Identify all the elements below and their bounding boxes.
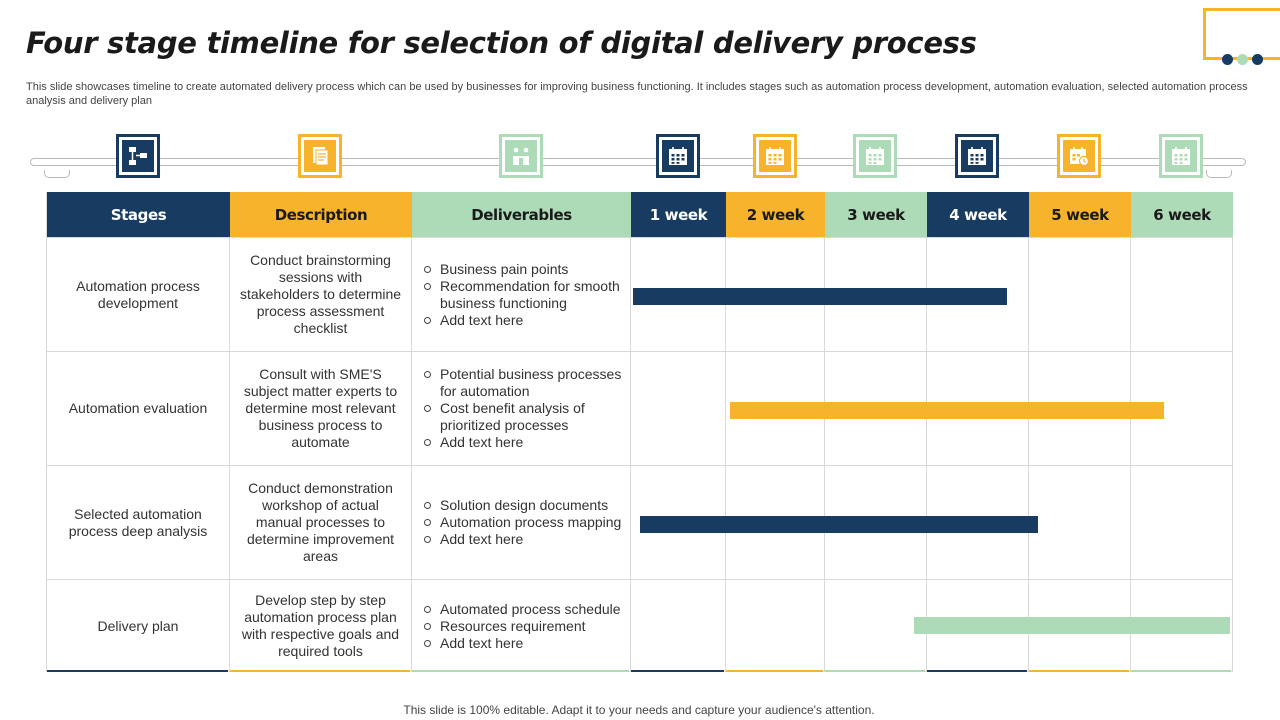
- calendar-icon: [859, 140, 891, 172]
- header-week-3: 3 week: [825, 192, 927, 237]
- corner-dot: [1252, 54, 1263, 65]
- calendar-clock-icon: [1063, 140, 1095, 172]
- week-cell: [726, 579, 825, 672]
- corner-dot: [1237, 54, 1248, 65]
- deliverable-item: Recommendation for smooth business funct…: [424, 278, 624, 312]
- header-stages: Stages: [47, 192, 230, 237]
- deliverable-item: Resources requirement: [424, 618, 621, 635]
- stage-cell: Automation evaluation: [47, 351, 230, 465]
- corner-dot: [1222, 54, 1233, 65]
- column-icon-frame: [1057, 134, 1101, 178]
- week-cell: [1131, 237, 1233, 351]
- deliverable-item: Add text here: [424, 312, 624, 329]
- rail-hook-left: [44, 170, 70, 178]
- deliverable-item: Business pain points: [424, 261, 624, 278]
- calendar-icon: [758, 140, 791, 172]
- column-icon-frame: [498, 134, 543, 178]
- column-icon-frame: [853, 134, 897, 178]
- header-week-6: 6 week: [1131, 192, 1233, 237]
- header-deliverables: Deliverables: [412, 192, 631, 237]
- column-bottom-accent: [631, 670, 724, 672]
- flowchart-icon: [121, 140, 154, 172]
- corner-decoration: [1203, 8, 1280, 60]
- corner-dots: [1222, 54, 1263, 65]
- column-icon-frame: [752, 134, 797, 178]
- deliverable-item: Add text here: [424, 531, 621, 548]
- column-bottom-accent: [825, 670, 925, 672]
- week-cell: [1131, 465, 1233, 579]
- stage-cell: Selected automation process deep analysi…: [47, 465, 230, 579]
- column-icon-frame: [298, 134, 342, 178]
- column-bottom-accent: [927, 670, 1027, 672]
- calendar-icon: [961, 140, 993, 172]
- gantt-bar: [639, 516, 1039, 533]
- gantt-bar: [632, 288, 1007, 305]
- week-cell: [1131, 351, 1233, 465]
- column-icon-frame: [1159, 134, 1203, 178]
- gantt-bar: [913, 616, 1230, 634]
- gantt-bar: [729, 402, 1164, 419]
- calendar-icon: [1165, 140, 1197, 172]
- column-bottom-accent: [1029, 670, 1129, 672]
- page-title: Four stage timeline for selection of dig…: [26, 26, 977, 60]
- week-cell: [631, 579, 726, 672]
- deliverable-item: Automation process mapping: [424, 514, 621, 531]
- meeting-icon: [504, 140, 537, 172]
- deliverable-item: Automated process schedule: [424, 601, 621, 618]
- description-cell: Develop step by step automation process …: [230, 579, 412, 672]
- description-cell: Conduct demonstration workshop of actual…: [230, 465, 412, 579]
- column-icon-frame: [655, 134, 700, 178]
- deliverable-item: Add text here: [424, 434, 624, 451]
- column-bottom-accent: [412, 670, 629, 672]
- header-week-2: 2 week: [726, 192, 825, 237]
- header-description: Description: [230, 192, 412, 237]
- column-bottom-accent: [47, 670, 228, 672]
- footer-note: This slide is 100% editable. Adapt it to…: [403, 703, 875, 717]
- deliverable-item: Solution design documents: [424, 497, 621, 514]
- week-cell: [631, 351, 726, 465]
- week-cell: [1131, 579, 1233, 672]
- header-week-4: 4 week: [927, 192, 1029, 237]
- calendar-icon: [661, 140, 694, 172]
- page-subtitle: This slide showcases timeline to create …: [26, 81, 1248, 107]
- stage-cell: Delivery plan: [47, 579, 230, 672]
- deliverables-list: Potential business processes for automat…: [424, 366, 624, 451]
- column-bottom-accent: [230, 670, 410, 672]
- deliverable-item: Potential business processes for automat…: [424, 366, 624, 400]
- week-cell: [1029, 465, 1131, 579]
- header-week-5: 5 week: [1029, 192, 1131, 237]
- timeline-rail: [30, 158, 1246, 166]
- week-cell: [825, 579, 927, 672]
- deliverable-item: Cost benefit analysis of prioritized pro…: [424, 400, 624, 434]
- column-icon-frame: [955, 134, 999, 178]
- deliverables-cell: Potential business processes for automat…: [412, 351, 631, 465]
- column-icon-frame: [115, 134, 160, 178]
- deliverable-item: Add text here: [424, 635, 621, 652]
- description-cell: Consult with SME'S subject matter expert…: [230, 351, 412, 465]
- description-cell: Conduct brainstorming sessions with stak…: [230, 237, 412, 351]
- stage-cell: Automation process development: [47, 237, 230, 351]
- week-cell: [927, 237, 1029, 351]
- header-week-1: 1 week: [631, 192, 726, 237]
- week-cell: [1029, 237, 1131, 351]
- column-bottom-accent: [726, 670, 823, 672]
- rail-hook-right: [1206, 170, 1232, 178]
- column-bottom-accent: [1131, 670, 1231, 672]
- timeline-table: Stages Description Deliverables 1 week 2…: [46, 192, 1233, 672]
- document-icon: [304, 140, 336, 172]
